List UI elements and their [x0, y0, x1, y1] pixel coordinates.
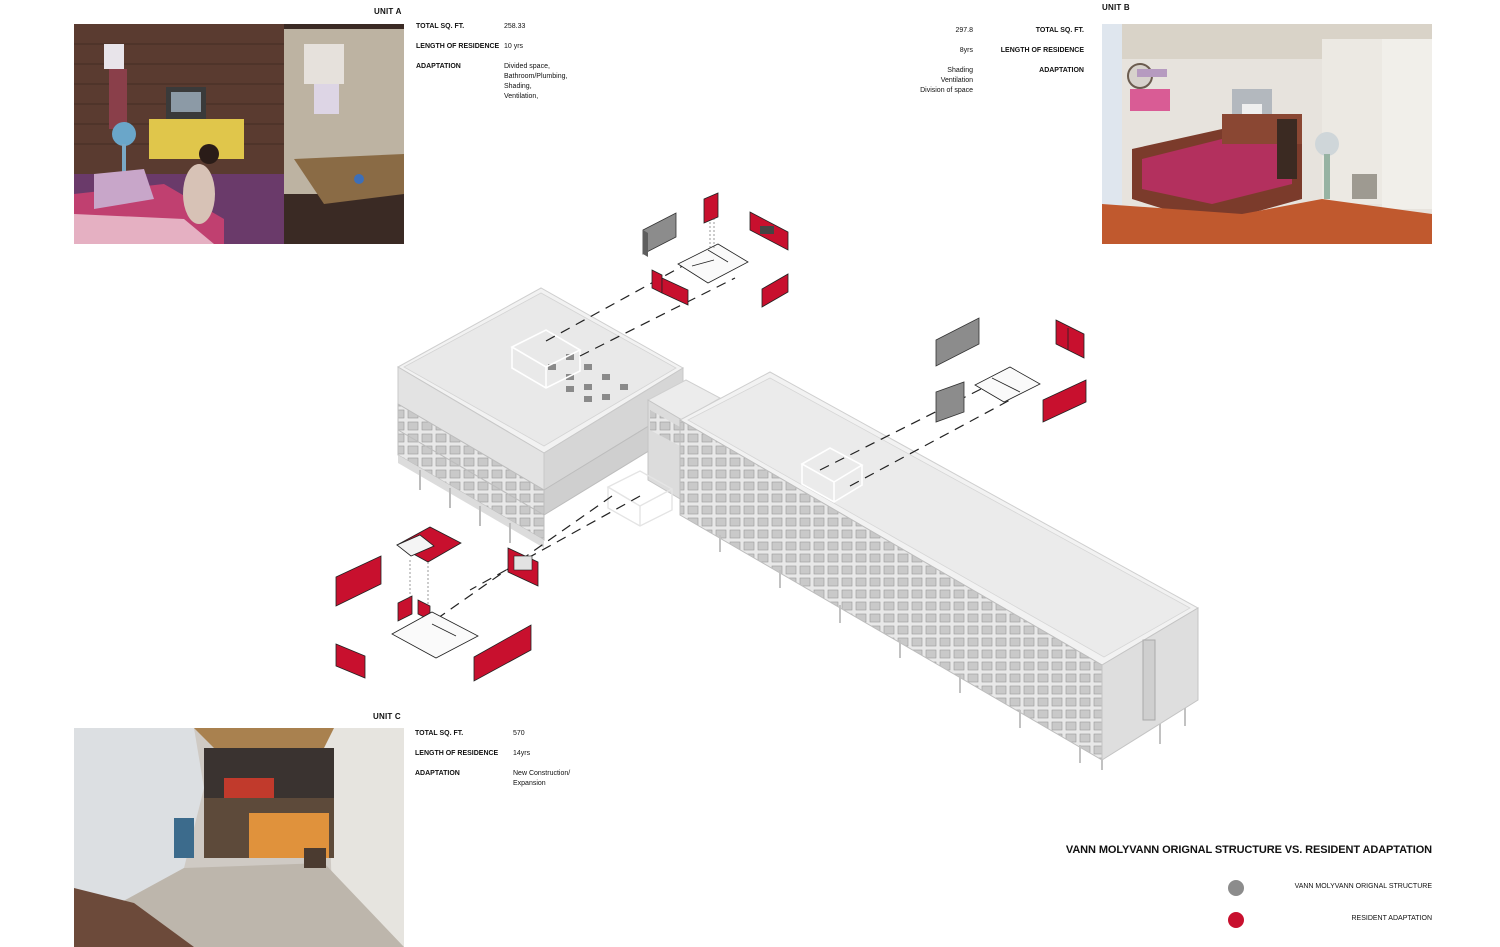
unit-a-exploded	[642, 192, 789, 308]
red-dot-icon	[1228, 912, 1244, 928]
connector-bridge	[646, 379, 722, 501]
unit-b-residence-label: LENGTH OF RESIDENCE	[1000, 47, 1084, 54]
long-building	[606, 371, 1200, 770]
unit-b-info: 297.8 TOTAL SQ. FT. 8yrs LENGTH OF RESID…	[880, 26, 1084, 106]
legend-label-original: VANN MOLYVANN ORIGNAL STRUCTURE	[1294, 883, 1432, 890]
unit-c-exploded	[335, 526, 539, 682]
unit-a-photo	[74, 24, 404, 244]
legend-item-original: VANN MOLYVANN ORIGNAL STRUCTURE	[1228, 878, 1432, 898]
legend-label-adaptation: RESIDENT ADAPTATION	[1351, 915, 1432, 922]
roof-openings	[548, 354, 628, 402]
unit-c-title: UNIT C	[373, 712, 401, 721]
unit-c-adaptation-label: ADAPTATION	[415, 770, 460, 777]
unit-a-title: UNIT A	[374, 7, 402, 16]
legend-title: VANN MOLYVANN ORIGNAL STRUCTURE VS. RESI…	[1065, 844, 1432, 856]
unit-b-residence-value: 8yrs	[959, 47, 973, 54]
unit-c-sqft-value: 570	[513, 730, 525, 737]
unit-c-residence-value: 14yrs	[513, 750, 531, 757]
unit-c-photo	[74, 728, 404, 947]
unit-b-title: UNIT B	[1102, 3, 1130, 12]
unit-a-sqft-value: 258.33	[504, 23, 526, 30]
unit-b-adaptation-value: Shading Ventilation Division of space	[920, 67, 973, 94]
unit-b-adaptation-label: ADAPTATION	[1039, 67, 1084, 74]
unit-b-sqft-label: TOTAL SQ. FT.	[1035, 27, 1084, 34]
unit-b-photo	[1102, 24, 1432, 244]
unit-a-residence-value: 10 yrs	[504, 43, 524, 50]
unit-c-residence-label: LENGTH OF RESIDENCE	[415, 750, 499, 757]
unit-c-adaptation-value: New Construction/ Expansion	[513, 770, 571, 787]
unit-a-sqft-label: TOTAL SQ. FT.	[416, 23, 465, 30]
unit-a-adaptation-label: ADAPTATION	[416, 63, 461, 70]
unit-c-info: TOTAL SQ. FT. 570 LENGTH OF RESIDENCE 14…	[415, 729, 615, 799]
unit-a-adaptation-value: Divided space, Bathroom/Plumbing, Shadin…	[504, 63, 568, 100]
unit-c-sqft-label: TOTAL SQ. FT.	[415, 730, 464, 737]
unit-a-residence-label: LENGTH OF RESIDENCE	[416, 43, 500, 50]
unit-b-sqft-value: 297.8	[955, 27, 973, 34]
legend-item-adaptation: RESIDENT ADAPTATION	[1228, 910, 1432, 930]
gray-dot-icon	[1228, 880, 1244, 896]
unit-b-exploded	[935, 317, 1087, 423]
unit-a-info: TOTAL SQ. FT. 258.33 LENGTH OF RESIDENCE…	[416, 22, 616, 112]
